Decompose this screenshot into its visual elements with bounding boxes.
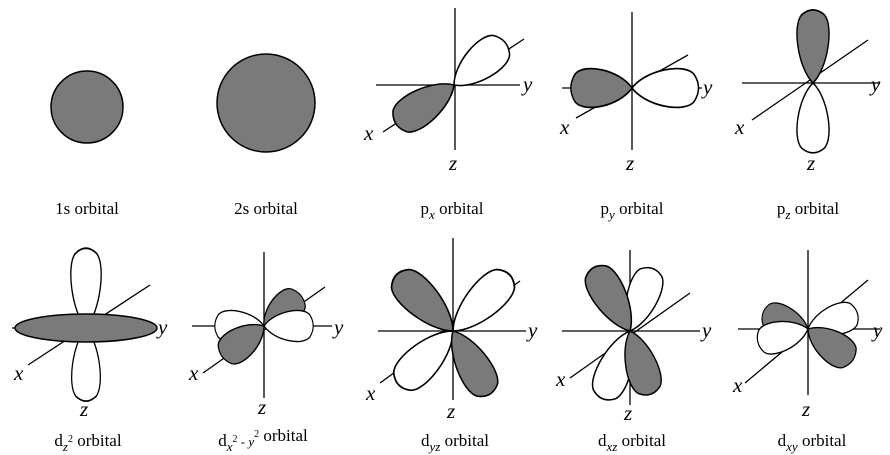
- orbital-dyz: y x z dyz orbital: [365, 238, 538, 454]
- orbital-dx2-y2: y x z dx2 - y2 orbital: [188, 252, 344, 454]
- dxy-z-label: z: [801, 397, 810, 421]
- px-lobe-negative: [386, 70, 464, 138]
- orbital-2s: 2s orbital: [217, 54, 315, 218]
- dx2y2-y-label: y: [332, 315, 344, 339]
- px-y-label: y: [521, 72, 533, 96]
- orbital-dz2: y x z dz2 orbital: [12, 248, 168, 454]
- dz2-torus: [15, 314, 157, 342]
- caption-2s: 2s orbital: [234, 199, 298, 218]
- dyz-y-label: y: [526, 318, 538, 342]
- px-x-label: x: [363, 121, 374, 145]
- dz2-z-label: z: [79, 397, 88, 421]
- 2s-sphere: [217, 54, 315, 152]
- py-lobe-positive: [632, 69, 699, 108]
- pz-lobe-negative: [797, 83, 829, 153]
- caption-dz2: dz2 orbital: [54, 431, 121, 454]
- orbital-dxz: y x z dxz orbital: [555, 250, 712, 454]
- dxz-z-label: z: [623, 401, 632, 425]
- orbital-py: y x z py orbital: [559, 12, 713, 222]
- dyz-x-label: x: [365, 381, 376, 405]
- dxy-axes: [738, 250, 880, 395]
- px-axes: [376, 8, 524, 150]
- orbital-pz: y x z pz orbital: [734, 10, 881, 222]
- dz2-x-label: x: [13, 361, 24, 385]
- pz-y-label: y: [869, 72, 881, 96]
- py-y-label: y: [701, 75, 713, 99]
- dx2y2-x-label: x: [188, 361, 199, 385]
- orbital-1s: 1s orbital: [51, 71, 123, 218]
- dxz-x-label: x: [555, 367, 566, 391]
- dyz-z-label: z: [446, 399, 455, 423]
- py-z-label: z: [625, 151, 634, 175]
- caption-px: px orbital: [421, 199, 484, 222]
- px-z-label: z: [448, 151, 457, 175]
- caption-pz: pz orbital: [777, 199, 839, 222]
- caption-dx2-y2: dx2 - y2 orbital: [218, 426, 308, 454]
- dxy-x-label: x: [732, 373, 743, 397]
- orbital-dxy: y x z dxy orbital: [732, 250, 883, 454]
- caption-1s: 1s orbital: [55, 199, 119, 218]
- caption-dyz: dyz orbital: [421, 431, 489, 454]
- dx2y2-z-label: z: [257, 395, 266, 419]
- dxz-y-label: y: [700, 318, 712, 342]
- py-lobe-negative: [571, 69, 632, 108]
- py-x-label: x: [559, 115, 570, 139]
- caption-dxy: dxy orbital: [778, 431, 847, 454]
- dxy-y-label: y: [871, 318, 883, 342]
- caption-dxz: dxz orbital: [598, 431, 666, 454]
- pz-x-label: x: [734, 115, 745, 139]
- caption-py: py orbital: [601, 199, 664, 222]
- dz2-y-label: y: [156, 315, 168, 339]
- 1s-sphere: [51, 71, 123, 143]
- pz-z-label: z: [806, 151, 815, 175]
- orbital-px: y x z px orbital: [363, 8, 533, 222]
- pz-lobe-positive: [797, 10, 829, 83]
